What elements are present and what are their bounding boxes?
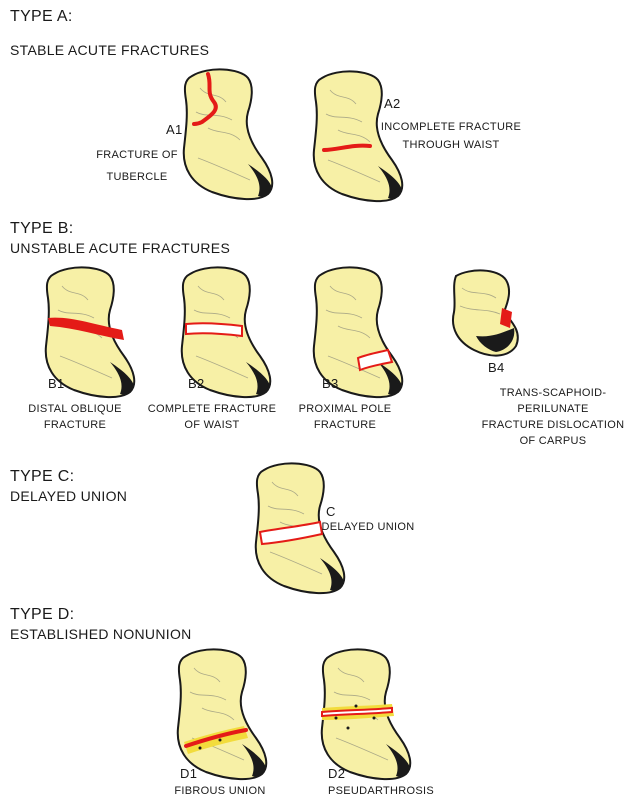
c-caption-line1: DELAYED UNION [318,520,418,534]
d2-code: D2 [328,766,345,781]
d1-caption-line1: FIBROUS UNION [170,784,270,798]
b1-caption-line1: DISTAL OBLIQUE [20,402,130,416]
b1-code: B1 [48,376,65,391]
b1-caption-line2: FRACTURE [20,418,130,432]
type-d-title: TYPE D: [10,606,74,623]
b2-caption-line2: OF WAIST [144,418,280,432]
b4-caption-line4: OF CARPUS [478,434,628,448]
c-code: C [326,504,336,519]
a1-code: A1 [166,122,183,137]
b4-code: B4 [488,360,505,375]
a2-caption-line1: INCOMPLETE FRACTURE [376,120,526,134]
b2-code: B2 [188,376,205,391]
type-b-subtitle: UNSTABLE ACUTE FRACTURES [10,240,230,257]
a1-caption-line1: FRACTURE OF [82,148,192,162]
b3-code: B3 [322,376,339,391]
a2-code: A2 [384,96,401,111]
type-a-subtitle: STABLE ACUTE FRACTURES [10,42,209,59]
a1-caption-line2: TUBERCLE [82,170,192,184]
b4-caption-line1: TRANS-SCAPHOID- [478,386,628,400]
bone-b4-illustration [446,266,536,366]
b2-caption-line1: COMPLETE FRACTURE [144,402,280,416]
type-d-subtitle: ESTABLISHED NONUNION [10,626,192,643]
b3-caption-line2: FRACTURE [290,418,400,432]
d1-code: D1 [180,766,197,781]
b4-caption-line2: PERILUNATE [478,402,628,416]
fracture-gap-b2 [186,323,242,336]
a2-caption-line2: THROUGH WAIST [376,138,526,152]
type-a-title: TYPE A: [10,8,73,25]
bone-a1-illustration [178,68,278,208]
d2-caption-line1: PSEUDARTHROSIS [326,784,436,798]
type-b-title: TYPE B: [10,220,73,237]
type-c-subtitle: DELAYED UNION [10,488,127,505]
type-c-title: TYPE C: [10,468,74,485]
b3-caption-line1: PROXIMAL POLE [290,402,400,416]
b4-caption-line3: FRACTURE DISLOCATION [478,418,628,432]
